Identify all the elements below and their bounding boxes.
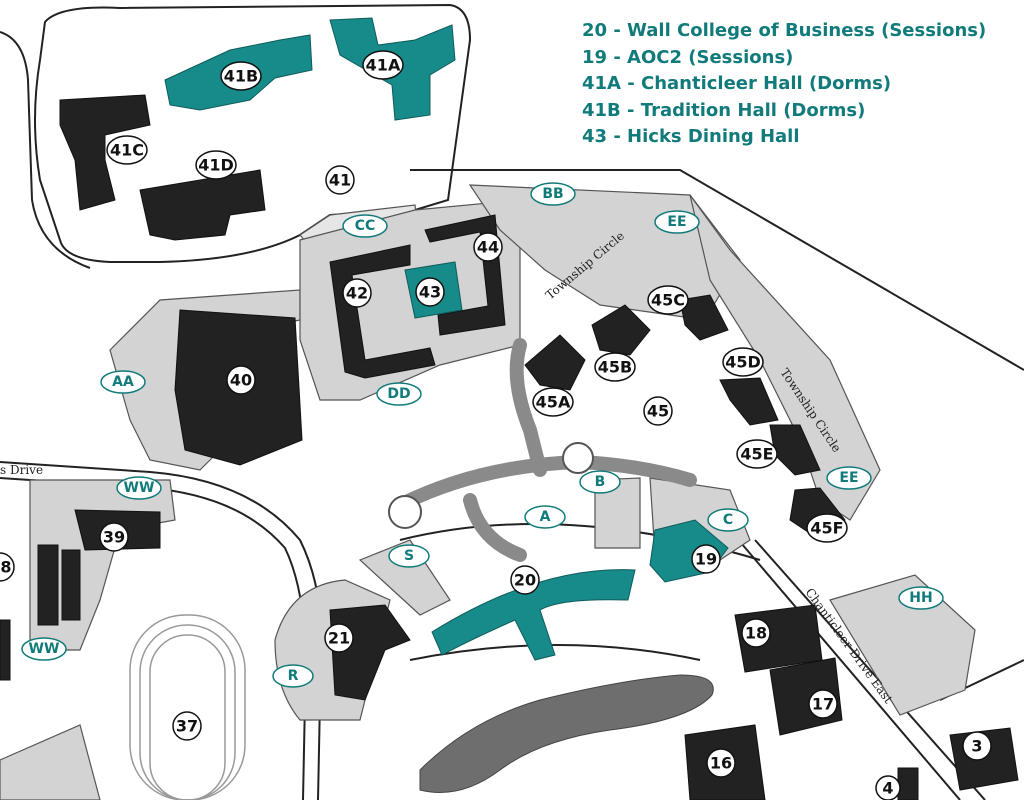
building-42[interactable]: 42 xyxy=(342,278,372,308)
svg-text:45C: 45C xyxy=(651,291,685,310)
svg-text:37: 37 xyxy=(176,717,198,736)
building-45[interactable]: 45 xyxy=(643,396,673,426)
parking-bb[interactable]: BB xyxy=(530,182,576,206)
building-18[interactable]: 18 xyxy=(741,618,771,648)
svg-text:43: 43 xyxy=(419,283,441,302)
parking-markers: BB CC EE AA DD EE WW WW A B C S R HH xyxy=(21,182,944,688)
building-20[interactable]: 20 xyxy=(510,565,540,595)
svg-text:8: 8 xyxy=(0,558,11,577)
svg-text:R: R xyxy=(288,668,299,684)
svg-text:WW: WW xyxy=(124,480,155,496)
parking-dd[interactable]: DD xyxy=(376,382,422,406)
building-43[interactable]: 43 xyxy=(415,277,445,307)
building-45a[interactable]: 45A xyxy=(532,387,574,417)
building-40[interactable]: 40 xyxy=(226,365,256,395)
building-41[interactable]: 41 xyxy=(325,165,355,195)
building-41b[interactable]: 41B xyxy=(220,61,262,91)
parking-ww-1[interactable]: WW xyxy=(116,476,162,500)
svg-text:21: 21 xyxy=(328,629,350,648)
parking-hh[interactable]: HH xyxy=(898,586,944,610)
svg-text:44: 44 xyxy=(477,238,499,257)
roundabouts xyxy=(388,442,594,529)
legend-item-20: 20 - Wall College of Business (Sessions) xyxy=(582,20,987,41)
svg-text:3: 3 xyxy=(971,737,982,756)
building-4[interactable]: 4 xyxy=(875,775,901,801)
building-45d[interactable]: 45D xyxy=(722,347,764,377)
lake xyxy=(419,674,714,793)
parking-b[interactable]: B xyxy=(579,470,621,494)
parking-aa[interactable]: AA xyxy=(100,370,146,394)
parking-ee-1[interactable]: EE xyxy=(654,210,700,234)
svg-text:WW: WW xyxy=(29,641,60,657)
svg-text:41: 41 xyxy=(329,171,351,190)
svg-text:41B: 41B xyxy=(224,67,258,86)
parking-ww-2[interactable]: WW xyxy=(21,637,67,661)
building-3[interactable]: 3 xyxy=(962,731,992,761)
legend-item-19: 19 - AOC2 (Sessions) xyxy=(582,46,794,68)
building-45e[interactable]: 45E xyxy=(736,439,778,469)
svg-text:C: C xyxy=(723,512,733,528)
building-45c[interactable]: 45C xyxy=(647,285,689,315)
svg-text:45A: 45A xyxy=(536,393,571,412)
building-8[interactable]: 8 xyxy=(0,552,15,582)
svg-text:20: 20 xyxy=(514,571,536,590)
svg-text:39: 39 xyxy=(103,528,125,547)
building-16[interactable]: 16 xyxy=(706,748,736,778)
svg-text:18: 18 xyxy=(745,624,767,643)
building-41d[interactable]: 41D xyxy=(195,150,237,180)
svg-text:AA: AA xyxy=(112,374,134,390)
svg-text:41D: 41D xyxy=(198,156,234,175)
building-44[interactable]: 44 xyxy=(473,232,503,262)
svg-text:A: A xyxy=(540,509,551,525)
svg-text:45E: 45E xyxy=(740,445,773,464)
svg-text:41A: 41A xyxy=(366,56,401,75)
building-17[interactable]: 17 xyxy=(808,689,838,719)
roads xyxy=(0,3,1024,801)
svg-text:40: 40 xyxy=(230,371,252,390)
svg-text:B: B xyxy=(595,474,606,490)
svg-text:41C: 41C xyxy=(110,141,144,160)
svg-text:45F: 45F xyxy=(810,519,843,538)
building-45f[interactable]: 45F xyxy=(806,513,848,543)
legend-item-41a: 41A - Chanticleer Hall (Dorms) xyxy=(582,73,892,94)
svg-text:BB: BB xyxy=(542,186,563,202)
parking-ee-2[interactable]: EE xyxy=(826,466,872,490)
building-37[interactable]: 37 xyxy=(172,711,202,741)
legend-item-43: 43 - Hicks Dining Hall xyxy=(582,126,800,147)
building-markers: 41B 41A 41C 41D 41 40 42 43 44 45C 45B 4… xyxy=(0,50,992,801)
svg-text:16: 16 xyxy=(710,754,732,773)
svg-text:45B: 45B xyxy=(598,358,632,377)
running-track xyxy=(129,614,246,801)
parking-a[interactable]: A xyxy=(524,505,566,529)
building-41c[interactable]: 41C xyxy=(106,135,148,165)
svg-text:45: 45 xyxy=(647,402,669,421)
parking-c[interactable]: C xyxy=(707,508,749,532)
building-21[interactable]: 21 xyxy=(324,623,354,653)
map-legend: 20 - Wall College of Business (Sessions)… xyxy=(582,18,986,151)
building-19[interactable]: 19 xyxy=(691,544,721,574)
svg-text:S: S xyxy=(404,548,414,564)
svg-text:EE: EE xyxy=(667,214,686,230)
building-41a[interactable]: 41A xyxy=(362,50,404,80)
svg-text:EE: EE xyxy=(839,470,858,486)
svg-text:17: 17 xyxy=(812,695,834,714)
street-drive: s Drive xyxy=(0,463,43,477)
svg-text:HH: HH xyxy=(909,590,932,606)
parking-s[interactable]: S xyxy=(388,544,430,568)
parking-r[interactable]: R xyxy=(272,664,314,688)
building-39[interactable]: 39 xyxy=(99,522,129,552)
svg-text:4: 4 xyxy=(882,779,893,798)
svg-text:42: 42 xyxy=(346,284,368,303)
svg-text:19: 19 xyxy=(695,550,717,569)
building-45b[interactable]: 45B xyxy=(594,352,636,382)
svg-text:DD: DD xyxy=(387,386,410,402)
svg-text:45D: 45D xyxy=(725,353,761,372)
svg-text:CC: CC xyxy=(355,218,376,234)
parking-cc[interactable]: CC xyxy=(342,214,388,238)
legend-item-41b: 41B - Tradition Hall (Dorms) xyxy=(582,99,866,121)
